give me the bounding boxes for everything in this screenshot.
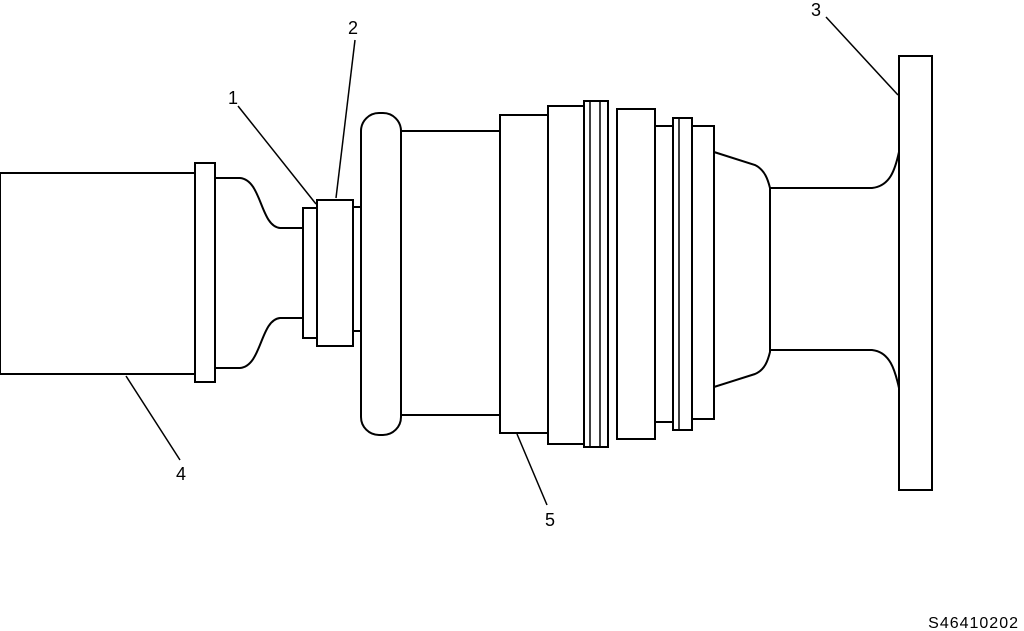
callout-3: 3 xyxy=(811,0,821,20)
right-flange-plate xyxy=(898,55,933,491)
left-housing xyxy=(0,162,304,383)
right-shaft xyxy=(769,55,933,491)
grooved-ring-outer xyxy=(583,100,609,448)
callout-labels: 1 2 3 4 5 xyxy=(176,0,821,530)
figure-id: S46410202 xyxy=(928,615,1019,631)
spacer-ring xyxy=(352,206,362,332)
callout-1: 1 xyxy=(228,88,238,108)
barrel-body xyxy=(400,130,501,416)
left-housing-body xyxy=(0,172,196,375)
washer xyxy=(316,199,354,347)
leader-line-1 xyxy=(237,105,317,205)
rounded-flange xyxy=(360,112,402,436)
leader-line-4 xyxy=(125,375,181,461)
tapered-cone xyxy=(713,150,771,389)
barrel-step xyxy=(654,125,674,423)
leader-line-5 xyxy=(516,433,548,506)
nut-and-washer xyxy=(302,199,362,347)
nut xyxy=(302,207,318,339)
leader-line-2 xyxy=(335,39,356,199)
callout-5: 5 xyxy=(545,510,555,530)
callout-4: 4 xyxy=(176,464,186,484)
main-barrel-assembly xyxy=(360,100,771,448)
small-grooved-ring xyxy=(672,117,693,431)
barrel-end-ring xyxy=(691,125,715,420)
leader-line-3 xyxy=(825,16,899,96)
callout-2: 2 xyxy=(348,18,358,38)
leader-lines xyxy=(125,16,899,506)
left-housing-neck xyxy=(214,177,304,369)
barrel-band xyxy=(547,105,585,445)
barrel-ring xyxy=(616,108,656,440)
right-shaft-neck xyxy=(769,151,900,389)
barrel-collar xyxy=(499,114,549,434)
left-housing-flange xyxy=(194,162,216,383)
